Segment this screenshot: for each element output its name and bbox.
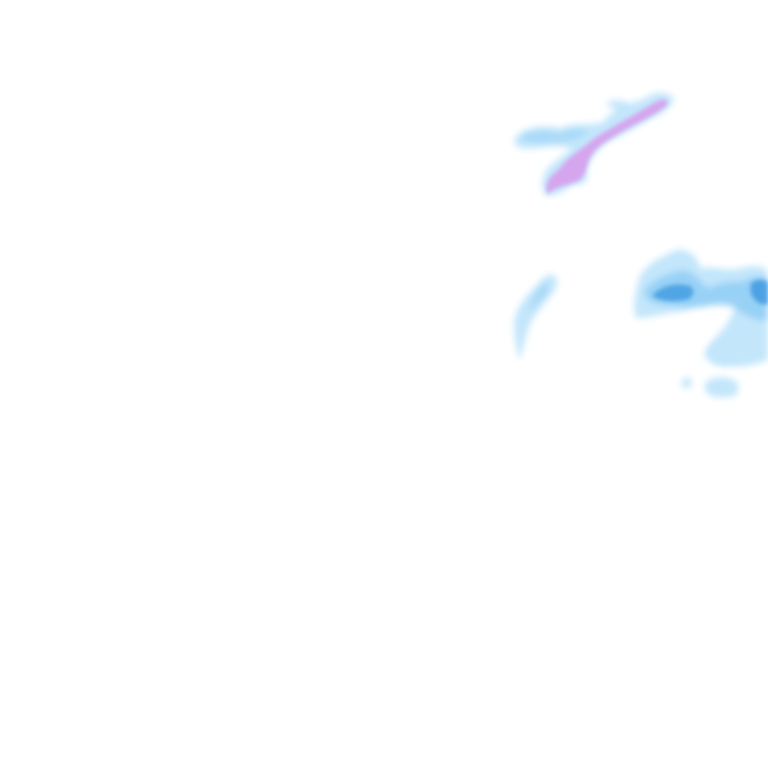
moderate-precip-area <box>530 283 549 312</box>
light-precip-area <box>710 342 743 362</box>
moderate-precip-area <box>520 129 588 144</box>
echo-eastern-cluster <box>634 249 768 367</box>
light-precip-area <box>682 377 692 389</box>
echo-southeast-fragment <box>682 342 743 398</box>
moderate-precip-area <box>606 100 630 110</box>
echo-central-streak <box>514 274 558 360</box>
moderate-precip-area <box>644 270 768 321</box>
heavy-precip-area <box>750 279 768 305</box>
light-precip-area <box>514 274 558 360</box>
mixed-precip-area <box>546 99 668 194</box>
heavy-precip-area <box>652 284 694 302</box>
echo-eastern-cluster-core <box>652 279 768 305</box>
light-precip-area <box>704 377 739 398</box>
echo-northern-band-core <box>546 99 668 194</box>
